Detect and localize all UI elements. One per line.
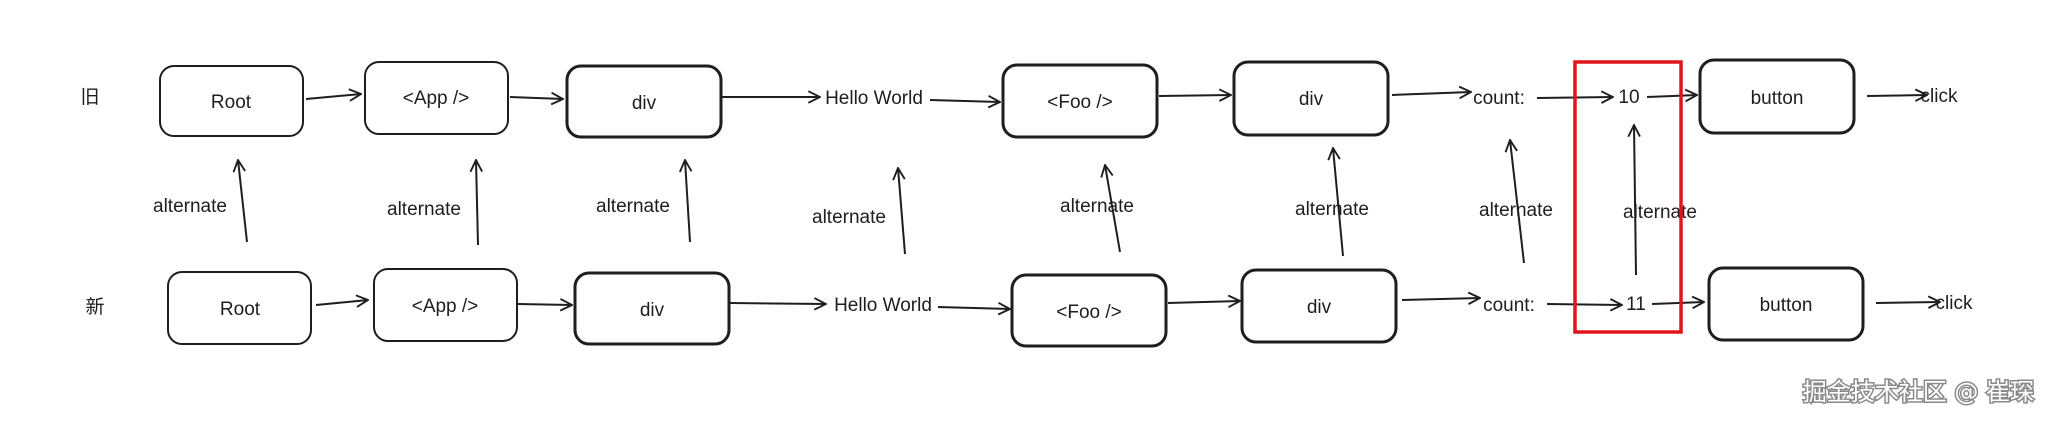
new-div-node-2: div <box>1240 268 1398 344</box>
new-click-text: click <box>1936 293 1973 314</box>
svg-text:<App />: <App /> <box>403 88 470 109</box>
watermark: 掘金技术社区 @ 崔琛 <box>1803 378 2034 406</box>
alternate-label-8: alternate <box>1623 202 1697 223</box>
svg-text:button: button <box>1760 295 1813 316</box>
old-div-node-2: div <box>1232 60 1390 137</box>
old-count-value: 10 <box>1618 87 1639 108</box>
svg-text:button: button <box>1751 88 1804 109</box>
svg-text:div: div <box>1299 89 1324 110</box>
alternate-links: alternate alternate alternate alternate … <box>153 125 1697 276</box>
old-click-text: click <box>1921 86 1958 107</box>
old-hello-world-text: Hello World <box>825 88 923 109</box>
svg-text:<Foo />: <Foo /> <box>1056 302 1122 323</box>
alternate-label-4: alternate <box>812 207 886 228</box>
old-root-node: Root <box>159 65 304 137</box>
alternate-label-3: alternate <box>596 196 670 217</box>
alternate-label-2: alternate <box>387 199 461 220</box>
alternate-label-5: alternate <box>1060 196 1134 217</box>
new-button-node: button <box>1707 266 1865 342</box>
svg-text:Root: Root <box>211 92 252 113</box>
old-app-node: <App /> <box>364 61 509 135</box>
svg-text:Root: Root <box>220 299 261 320</box>
old-tree: Root <App /> div Hello World <Foo /> div… <box>159 58 1958 139</box>
svg-text:div: div <box>640 300 665 321</box>
new-tree: Root <App /> div Hello World <Foo /> div… <box>167 266 1973 348</box>
svg-text:<App />: <App /> <box>412 296 479 317</box>
new-count-text: count: <box>1483 295 1535 316</box>
svg-text:div: div <box>1307 297 1332 318</box>
alternate-label-7: alternate <box>1479 200 1553 221</box>
alternate-label-6: alternate <box>1295 199 1369 220</box>
alternate-label-1: alternate <box>153 196 227 217</box>
new-foo-node: <Foo /> <box>1010 273 1168 348</box>
new-root-node: Root <box>167 271 312 345</box>
svg-text:<Foo />: <Foo /> <box>1047 92 1113 113</box>
new-count-value: 11 <box>1626 294 1646 315</box>
new-row-label: 新 <box>85 296 104 318</box>
new-hello-world-text: Hello World <box>834 295 932 316</box>
svg-text:div: div <box>632 93 657 114</box>
changed-state-highlight <box>1573 60 1683 334</box>
new-app-node: <App /> <box>373 268 518 342</box>
old-foo-node: <Foo /> <box>1001 63 1159 139</box>
old-button-node: button <box>1698 58 1856 135</box>
old-div-node-1: div <box>565 64 723 139</box>
old-count-text: count: <box>1473 88 1525 109</box>
old-row-label: 旧 <box>80 86 99 108</box>
new-div-node-1: div <box>573 271 731 346</box>
